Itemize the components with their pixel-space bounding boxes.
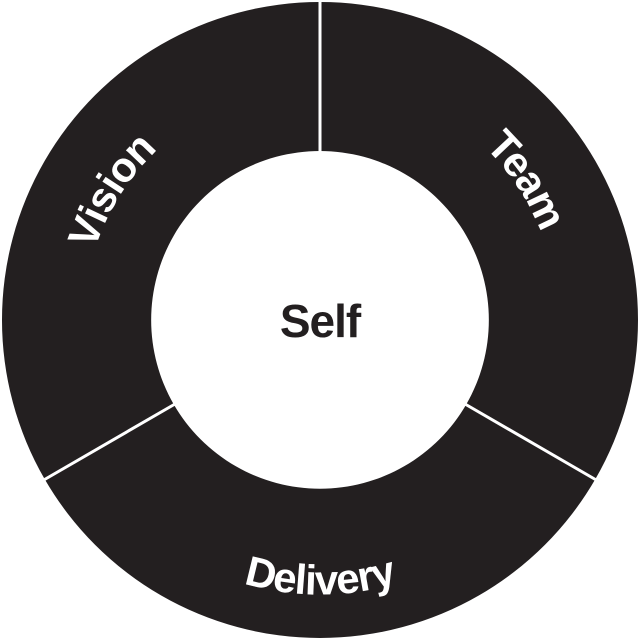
segment-delivery [44,404,596,639]
divider-right [464,402,599,483]
center-label: Self [280,295,362,347]
segment-vision [1,2,321,479]
segment-team [320,2,639,479]
divider-left [41,402,176,483]
